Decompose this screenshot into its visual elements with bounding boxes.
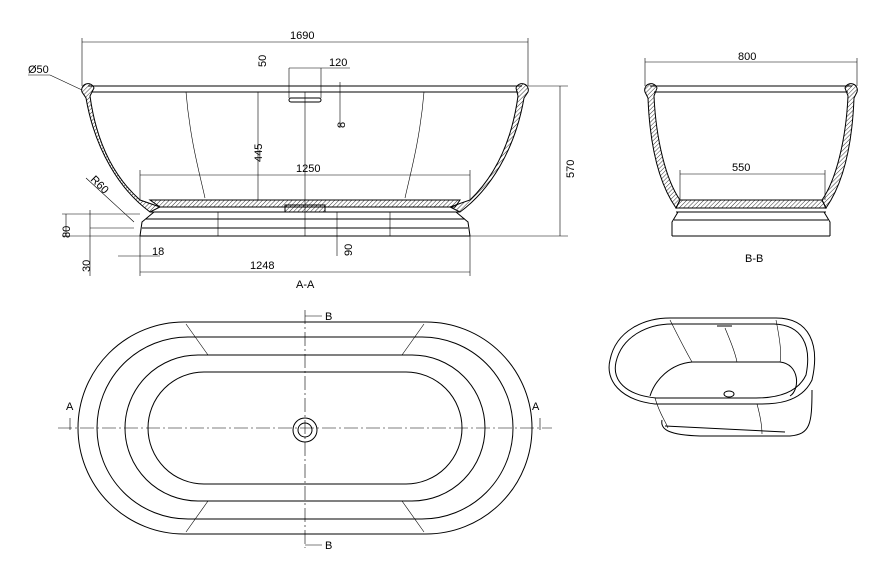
dim-800: 800 bbox=[738, 51, 756, 63]
dim-18: 18 bbox=[152, 246, 164, 258]
drain-icon bbox=[723, 390, 735, 398]
section-b-top-label: B bbox=[325, 311, 332, 323]
rim-inner-edge bbox=[614, 323, 809, 399]
outer-rim bbox=[608, 317, 816, 405]
section-b-b-label: B-B bbox=[745, 253, 763, 265]
section-a-left-label: A bbox=[66, 401, 74, 413]
section-a-right-label: A bbox=[532, 401, 540, 413]
leader-line bbox=[49, 74, 83, 91]
dim-1248: 1248 bbox=[250, 260, 274, 272]
shell-right-wall bbox=[448, 83, 529, 213]
shell-left-wall bbox=[81, 83, 162, 213]
shell-right-wall bbox=[821, 83, 858, 209]
leader-line bbox=[85, 177, 135, 223]
section-a-a-label: A-A bbox=[296, 279, 315, 291]
dim-80: 80 bbox=[61, 226, 73, 238]
base-outline bbox=[661, 389, 813, 437]
dim-8: 8 bbox=[336, 122, 348, 128]
facet-line bbox=[185, 91, 206, 199]
dim-50: 50 bbox=[257, 55, 269, 67]
section-b-b: 800 550 B-B bbox=[644, 51, 858, 265]
tub-floor bbox=[675, 199, 827, 209]
dim-445: 445 bbox=[253, 144, 265, 162]
drain-icon bbox=[297, 422, 313, 438]
facet-line bbox=[404, 91, 425, 199]
section-a-a: 1690 Ø50 50 445 120 8 1250 570 R60 80 30… bbox=[28, 30, 577, 291]
plinth-base bbox=[671, 211, 831, 237]
facet-lines bbox=[654, 319, 782, 435]
dim-120: 120 bbox=[329, 57, 347, 69]
dim-r60: R60 bbox=[88, 174, 111, 197]
drain-outer bbox=[292, 417, 318, 443]
base-edge bbox=[664, 425, 786, 433]
dim-30: 30 bbox=[81, 260, 93, 272]
shell-left-wall bbox=[644, 83, 681, 209]
dim-570: 570 bbox=[565, 160, 577, 178]
section-markers bbox=[69, 315, 541, 546]
section-b-bottom-label: B bbox=[325, 540, 332, 552]
dim-550: 550 bbox=[732, 162, 750, 174]
dim-1690: 1690 bbox=[290, 30, 314, 42]
bowl-floor-edge bbox=[649, 361, 798, 397]
facet-lines bbox=[185, 323, 425, 533]
dim-90: 90 bbox=[343, 244, 355, 256]
dim-1250: 1250 bbox=[296, 163, 320, 175]
perspective-view bbox=[608, 317, 816, 437]
plan-view: A A B B bbox=[58, 310, 552, 552]
overflow-slot bbox=[288, 97, 322, 103]
dim-diameter-50: Ø50 bbox=[28, 64, 49, 76]
